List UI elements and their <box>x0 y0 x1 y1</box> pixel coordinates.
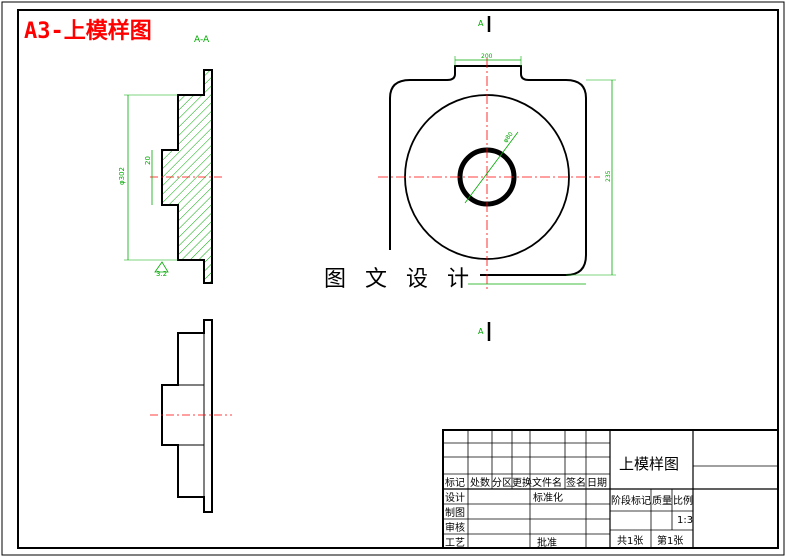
weight-label: 质量 <box>652 495 672 507</box>
section-mark-bottom-letter: A <box>478 327 484 336</box>
section-mark-top-letter: A <box>478 19 484 28</box>
plan-view: φ80 200 235 <box>378 53 616 290</box>
stage-mark: 阶段标记 <box>611 494 651 507</box>
row-draw: 制图 <box>445 506 465 519</box>
roughness-symbol <box>154 261 169 273</box>
hdr-count: 处数 <box>470 476 490 489</box>
dim-inner-text: 20 <box>144 156 152 165</box>
dim-side-text: 235 <box>605 170 612 182</box>
section-label: A-A <box>194 35 210 45</box>
dim-phi302-text: φ302 <box>118 167 126 185</box>
section-profile <box>161 69 213 284</box>
hdr-mark: 标记 <box>445 477 465 489</box>
dim-phi80-text: φ80 <box>502 131 515 145</box>
watermark: 图 文 设 计 <box>324 267 475 292</box>
roughness-text: 3.2 <box>156 270 167 278</box>
scale-value: 1:3 <box>677 515 693 526</box>
scale-label: 比例 <box>673 494 693 507</box>
hdr-sign: 签名 <box>566 476 586 489</box>
plan-outer-contour <box>389 65 587 276</box>
row-process: 工艺 <box>445 537 465 549</box>
front-view <box>150 319 232 513</box>
part-name: 上模样图 <box>619 455 679 473</box>
sheet-number: 第1张 <box>657 534 683 547</box>
sheets-total: 共1张 <box>617 535 643 547</box>
hdr-file: 更换文件名 <box>512 476 562 489</box>
inner-frame <box>17 9 779 549</box>
hdr-date: 日期 <box>587 477 607 489</box>
row-review: 审核 <box>445 521 465 534</box>
dim-phi80-line <box>464 131 519 204</box>
row-approve: 批准 <box>537 536 557 549</box>
row-design: 设计 <box>445 491 465 504</box>
watermark-bg <box>318 258 468 294</box>
dim-top-width-text: 200 <box>481 53 493 60</box>
hdr-zone: 分区 <box>492 477 512 489</box>
row-standard: 标准化 <box>533 491 563 504</box>
drawing-title: A3-上模样图 <box>24 18 152 44</box>
section-view-a-a: φ302 20 3.2 <box>118 69 225 284</box>
title-block: 上模样图 标记 处数 分区 更换文件名 签名 日期 设计 标准化 制图 审核 工… <box>442 429 779 549</box>
